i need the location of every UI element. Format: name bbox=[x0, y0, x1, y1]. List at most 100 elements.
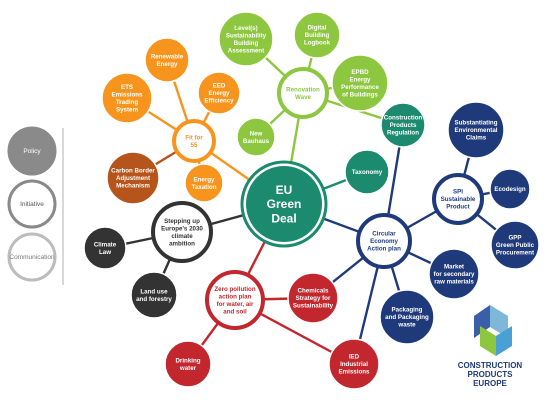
node-market-secondary-label: raw materials bbox=[434, 279, 474, 286]
legend-policy-label: Policy bbox=[23, 148, 41, 155]
node-drinking-water-label: Drinking bbox=[175, 357, 200, 364]
node-ied-label: Industrial bbox=[340, 361, 368, 368]
node-packaging-label: and Packaging bbox=[385, 314, 429, 321]
node-level-s-label: Assessment bbox=[228, 47, 264, 54]
node-substantiating-claims-label: Claims bbox=[466, 135, 487, 142]
node-cbam-label: Carbon Border bbox=[111, 168, 155, 175]
node-packaging-label: waste bbox=[397, 322, 416, 329]
legend-initiative: Initiative bbox=[7, 179, 57, 229]
node-construction-products-regulation-label: Products bbox=[390, 122, 417, 129]
node-climate-law-label: Law bbox=[99, 249, 111, 256]
legend-communication: Communication bbox=[7, 232, 57, 282]
node-eed-label: Efficiency bbox=[204, 98, 234, 105]
node-eed-label: EED bbox=[213, 83, 226, 90]
node-spi-label: SPI bbox=[453, 189, 463, 196]
node-digital-logbook-label: Logbook bbox=[304, 40, 331, 47]
node-fit-for-55-label: 55 bbox=[191, 142, 198, 149]
node-center-label: Deal bbox=[271, 212, 296, 226]
node-ecodesign-label: Ecodesign bbox=[494, 186, 526, 193]
node-ets-label: Emissions bbox=[112, 91, 144, 98]
node-center-label: EU bbox=[276, 183, 293, 197]
node-fit-for-55-label: Fit for bbox=[185, 134, 203, 141]
node-construction-products-regulation-label: Regulation bbox=[387, 130, 419, 137]
node-epbd-label: Energy bbox=[350, 76, 372, 83]
node-ceap-label: Circular bbox=[372, 231, 396, 238]
node-chemicals-label: Strategy for bbox=[296, 295, 331, 302]
node-packaging-label: Packaging bbox=[392, 307, 423, 314]
node-zero-pollution-label: action plan bbox=[219, 293, 252, 300]
node-market-secondary-label: Market bbox=[444, 264, 464, 271]
node-spi-label: Sustainable bbox=[441, 196, 476, 203]
node-ied-label: IED bbox=[349, 354, 360, 361]
node-gpp-label: GPP bbox=[508, 235, 521, 242]
logo-text: PRODUCTS bbox=[468, 370, 514, 379]
node-renewable-energy-label: Renewable bbox=[151, 53, 184, 60]
node-renovation-wave-label: Wave bbox=[295, 94, 311, 101]
node-chemicals-label: Sustainability bbox=[293, 303, 334, 310]
node-stepping-up-label: ambition bbox=[169, 240, 195, 247]
node-taxonomy: Taxonomy bbox=[344, 149, 390, 195]
node-ceap-label: Economy bbox=[370, 238, 398, 245]
node-ceap-label: Action plan bbox=[367, 246, 401, 253]
node-epbd-label: Performance bbox=[341, 84, 379, 91]
node-land-use-label: and forestry bbox=[136, 296, 172, 303]
node-energy-taxation-label: Energy bbox=[194, 176, 216, 183]
legend-initiative-label: Initiative bbox=[20, 201, 44, 208]
node-digital-logbook-label: Digital bbox=[308, 25, 327, 32]
legend-policy: Policy bbox=[7, 126, 57, 176]
node-renewable-energy-label: Energy bbox=[157, 61, 179, 68]
node-substantiating-claims-label: Substantiating bbox=[455, 120, 498, 127]
node-ied-label: Emissions bbox=[339, 369, 371, 376]
node-energy-taxation-label: Taxation bbox=[192, 184, 217, 191]
node-new-bauhaus-label: New bbox=[250, 130, 263, 137]
node-cbam-label: Mechanism bbox=[116, 183, 150, 190]
node-stepping-up-label: Europe's 2030 bbox=[161, 225, 203, 232]
node-chemicals-label: Chemicals bbox=[298, 288, 330, 295]
node-level-s-label: Building bbox=[234, 40, 259, 47]
node-gpp-label: Green Public bbox=[496, 242, 535, 249]
legend-communication-label: Communication bbox=[9, 254, 55, 261]
node-market-secondary-label: for secondary bbox=[434, 271, 475, 278]
node-center-label: Green bbox=[267, 197, 302, 211]
node-digital-logbook-label: Building bbox=[305, 32, 330, 39]
node-level-s-label: Level(s) bbox=[234, 25, 257, 32]
node-zero-pollution-label: Zero pollution bbox=[214, 286, 255, 293]
node-spi-label: Product bbox=[446, 204, 469, 211]
node-renovation-wave-label: Renovation bbox=[286, 86, 320, 93]
node-epbd-label: of Buildings bbox=[342, 91, 378, 98]
node-construction-products-regulation-label: Construction bbox=[384, 115, 423, 122]
node-stepping-up-label: climate bbox=[171, 233, 193, 240]
node-land-use-label: Land use bbox=[140, 288, 168, 295]
node-ecodesign: Ecodesign bbox=[489, 168, 531, 210]
node-zero-pollution-label: and soil bbox=[223, 308, 247, 315]
node-substantiating-claims-label: Environmental bbox=[455, 127, 498, 134]
node-layer: EUGreenDealLevel(s)SustainabilityBuildin… bbox=[83, 11, 540, 390]
node-new-bauhaus-label: Bauhaus bbox=[243, 138, 270, 145]
node-zero-pollution-label: for water, air bbox=[217, 301, 254, 308]
node-gpp-label: Procurement bbox=[496, 250, 534, 257]
node-stepping-up-label: Stepping up bbox=[164, 218, 200, 225]
